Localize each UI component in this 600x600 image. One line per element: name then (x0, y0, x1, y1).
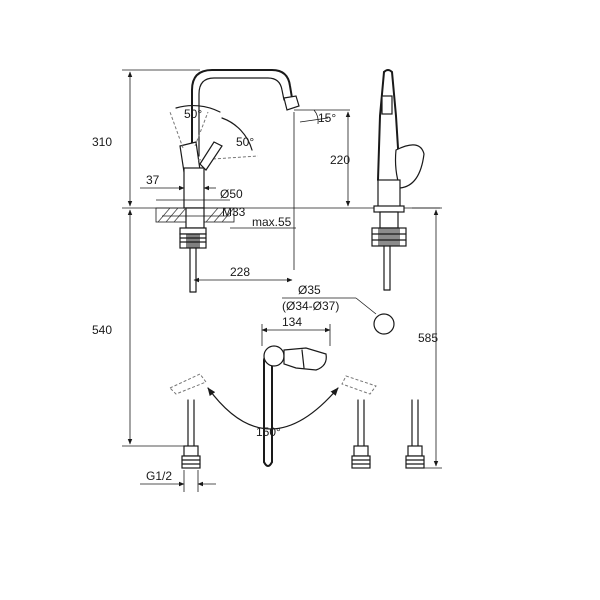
dim-228-label: 228 (230, 265, 250, 279)
dim-g12-label: G1/2 (146, 469, 172, 483)
lever-angle-arc-b (221, 117, 253, 151)
dim-540-label: 540 (92, 323, 112, 337)
dim-35-diameter-label: Ø35 (298, 283, 321, 297)
swivel-arc (207, 387, 339, 430)
faucet-front-view (371, 69, 425, 291)
dim-37-label: 37 (146, 173, 160, 187)
dim-50-diameter-label: Ø50 (220, 187, 243, 201)
dimension-connection: G1/2 (140, 469, 216, 492)
dim-585-label: 585 (418, 331, 438, 345)
supply-hose-left (181, 399, 201, 469)
dimension-base: 37 Ø50 M33 max.55 (140, 173, 296, 229)
supply-hose-center (351, 399, 371, 469)
lever-angle-arc-a (175, 104, 221, 113)
dimension-hole: Ø35 (Ø34-Ø37) (282, 283, 395, 335)
dim-50a-label: 50° (184, 107, 202, 121)
dim-310-label: 310 (92, 135, 112, 149)
dimension-spout: 15° 220 (293, 109, 350, 270)
dim-150-label: 150° (256, 425, 281, 439)
dim-220-label: 220 (330, 153, 350, 167)
dim-max55-label: max.55 (252, 215, 292, 229)
dimension-overall-left: 310 540 (92, 69, 440, 447)
countertop-hatch (155, 207, 235, 223)
dim-50b-label: 50° (236, 135, 254, 149)
dim-hole-range-label: (Ø34-Ø37) (282, 299, 339, 313)
hole-circle (373, 313, 395, 335)
supply-hose-right (405, 399, 425, 469)
dim-15-label: 15° (318, 111, 336, 125)
dim-m33-label: M33 (222, 205, 246, 219)
dimension-total-height: 585 (412, 207, 442, 469)
faucet-side-view (155, 69, 300, 293)
dim-134-label: 134 (282, 315, 302, 329)
faucet-top-view: 134 150° (169, 315, 377, 467)
dimension-reach: 228 (193, 265, 293, 283)
